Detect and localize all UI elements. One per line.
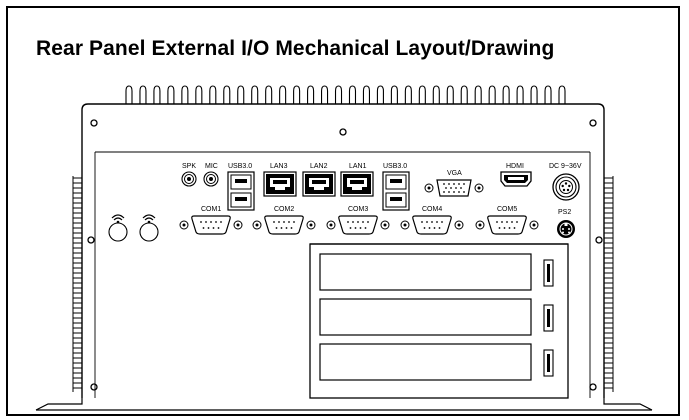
lan2-port[interactable] <box>302 171 336 197</box>
heatsink-fin <box>153 85 161 104</box>
heatsink-fin <box>167 85 175 104</box>
heatsink-fin <box>237 85 245 104</box>
lan1-label: LAN1 <box>349 163 367 170</box>
heatsink-fin <box>195 85 203 104</box>
speaker-jack[interactable] <box>181 171 197 187</box>
mount-bracket-left <box>35 398 83 411</box>
usb30-port-stack-right[interactable] <box>382 171 410 211</box>
heatsink-fin <box>558 85 566 104</box>
spk-label: SPK <box>182 163 196 170</box>
com4-port[interactable] <box>400 215 464 235</box>
ps2-label: PS2 <box>558 209 571 216</box>
expansion-slot-cover <box>319 298 554 336</box>
heatsink-fin <box>432 85 440 104</box>
heatsink-fin <box>293 85 301 104</box>
wifi-antenna-icon <box>139 214 159 242</box>
screw-icon <box>90 383 98 391</box>
com3-port[interactable] <box>326 215 390 235</box>
heatsink-fin <box>209 85 217 104</box>
heatsink-fin <box>376 85 384 104</box>
heatsink-fin <box>223 85 231 104</box>
heatsink-fin <box>279 85 287 104</box>
lan1-port[interactable] <box>340 171 374 197</box>
diagram-title: Rear Panel External I/O Mechanical Layou… <box>36 37 555 60</box>
com2-label: COM2 <box>274 206 294 213</box>
lan3-label: LAN3 <box>270 163 288 170</box>
com2-port[interactable] <box>252 215 316 235</box>
heatsink-fin <box>488 85 496 104</box>
dc-power-jack[interactable] <box>552 173 580 201</box>
expansion-slot-cover <box>319 253 554 291</box>
diagram-frame <box>6 6 680 416</box>
screw-icon <box>589 383 597 391</box>
heatsink-fin <box>460 85 468 104</box>
usb30-port-stack-left[interactable] <box>227 171 255 211</box>
expansion-cage <box>309 243 569 399</box>
heatsink-fin <box>181 85 189 104</box>
wifi-antenna-icon <box>108 214 128 242</box>
expansion-slots <box>319 253 554 381</box>
vga-label: VGA <box>447 170 462 177</box>
mount-bracket-right <box>603 398 653 411</box>
lan3-port[interactable] <box>263 171 297 197</box>
screw-icon <box>87 236 95 244</box>
usb30-left-label: USB3.0 <box>228 163 252 170</box>
vga-port[interactable] <box>424 179 484 197</box>
heatsink-fins <box>125 85 566 104</box>
usb30-right-label: USB3.0 <box>383 163 407 170</box>
heatsink-fin <box>362 85 371 104</box>
screw-icon <box>339 128 347 136</box>
heatsink-fin <box>474 85 482 104</box>
com5-label: COM5 <box>497 206 517 213</box>
com1-label: COM1 <box>201 206 221 213</box>
com3-label: COM3 <box>348 206 368 213</box>
com-port-row: COM1 COM2 COM3 COM4 COM5 <box>179 206 539 235</box>
heatsink-fin <box>265 85 273 104</box>
heatsink-fin <box>307 85 315 104</box>
screw-icon <box>595 236 603 244</box>
heatsink-fin <box>348 85 357 104</box>
hdmi-port[interactable] <box>500 171 532 187</box>
com4-label: COM4 <box>422 206 442 213</box>
hdmi-label: HDMI <box>506 163 524 170</box>
lan2-label: LAN2 <box>310 163 328 170</box>
heatsink-fin <box>446 85 454 104</box>
mic-label: MIC <box>205 163 218 170</box>
heatsink-fin <box>544 85 552 104</box>
ps2-port[interactable] <box>557 220 575 238</box>
heatsink-fin <box>418 85 426 104</box>
heatsink-fin <box>320 85 329 104</box>
mic-jack[interactable] <box>203 171 219 187</box>
heatsink-fin <box>139 85 147 104</box>
chassis-outline <box>81 103 605 398</box>
expansion-slot-cover <box>319 343 554 381</box>
dc-in-label: DC 9~36V <box>549 163 582 170</box>
heatsink-fin <box>390 85 398 104</box>
heatsink-fin <box>516 85 524 104</box>
screw-icon <box>90 119 98 127</box>
screw-icon <box>589 119 597 127</box>
heatsink-fin <box>502 85 510 104</box>
com5-port[interactable] <box>475 215 539 235</box>
com1-port[interactable] <box>179 215 243 235</box>
side-ribs <box>72 176 614 392</box>
heatsink-fin <box>404 85 412 104</box>
heatsink-fin <box>251 85 259 104</box>
heatsink-fin <box>125 85 133 104</box>
heatsink-fin <box>334 85 343 104</box>
heatsink-fin <box>530 85 538 104</box>
